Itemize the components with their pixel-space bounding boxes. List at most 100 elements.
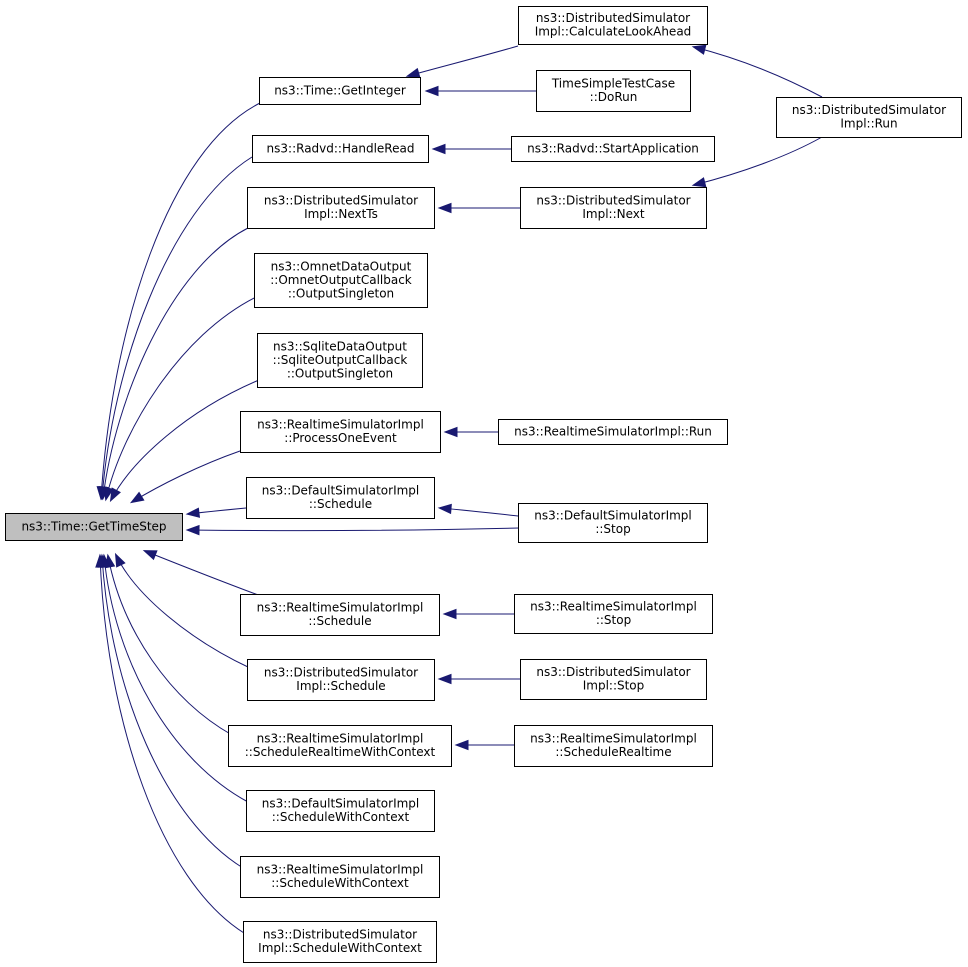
- arrowhead-icon: [442, 608, 457, 620]
- node-label-line: ns3::Radvd::StartApplication: [527, 141, 699, 155]
- node-label-line: ::OmnetOutputCallback: [270, 273, 412, 287]
- node-label-line: Impl::CalculateLookAhead: [535, 25, 692, 39]
- node-dsschedctx[interactable]: ns3::DistributedSimulatorImpl::ScheduleW…: [243, 921, 437, 963]
- node-box: [520, 187, 707, 229]
- node-label-line: ns3::Time::GetTimeStep: [21, 519, 166, 533]
- node-getinteger[interactable]: ns3::Time::GetInteger: [259, 77, 421, 105]
- edge-timesimpletest-to-getinteger: [424, 85, 536, 97]
- node-box: [243, 921, 437, 963]
- node-box: [514, 725, 713, 767]
- graph-nodes: ns3::Time::GetTimeStep ns3::Time::GetInte…: [5, 6, 962, 963]
- node-root[interactable]: ns3::Time::GetTimeStep: [5, 513, 183, 541]
- node-label-line: ns3::RealtimeSimulatorImpl: [257, 863, 424, 877]
- node-label-line: ns3::RealtimeSimulatorImpl: [257, 732, 424, 746]
- arrowhead-icon: [454, 739, 469, 751]
- graph-edges: [95, 44, 823, 934]
- node-box: [520, 659, 707, 700]
- edge-line: [102, 227, 249, 499]
- edge-line: [187, 527, 520, 532]
- node-defschedctx[interactable]: ns3::DefaultSimulatorImpl::ScheduleWithC…: [246, 790, 435, 832]
- node-label-line: ::ScheduleRealtime: [555, 745, 671, 759]
- edge-rtschedctx-to-root: [97, 553, 244, 869]
- node-label-line: ns3::OmnetDataOutput: [271, 259, 412, 273]
- node-label-line: ::OutputSingleton: [287, 366, 393, 380]
- edge-line: [131, 450, 241, 503]
- node-sqlite[interactable]: ns3::SqliteDataOutput::SqliteOutputCallb…: [257, 333, 423, 388]
- arrowhead-icon: [103, 486, 114, 502]
- node-label-line: ::SqliteOutputCallback: [273, 353, 408, 367]
- node-rtschedrt[interactable]: ns3::RealtimeSimulatorImpl::ScheduleReal…: [514, 725, 713, 767]
- edge-radvdhandleread-to-root: [97, 156, 253, 501]
- arrowhead-icon: [437, 202, 452, 214]
- node-box: [518, 6, 708, 45]
- node-box: [240, 856, 440, 898]
- arrowhead-icon: [185, 507, 201, 518]
- node-label-line: ns3::DistributedSimulator: [536, 665, 690, 679]
- edge-dsnext-to-dsnextts: [437, 202, 521, 214]
- arrowhead-icon: [431, 143, 446, 155]
- node-label-line: ::ScheduleRealtimeWithContext: [245, 745, 436, 759]
- arrowhead-icon: [114, 552, 126, 568]
- node-omnet[interactable]: ns3::OmnetDataOutput::OmnetOutputCallbac…: [254, 253, 428, 308]
- node-box: [246, 790, 435, 832]
- node-defschedule[interactable]: ns3::DefaultSimulatorImpl::Schedule: [246, 477, 435, 519]
- node-label-line: ::Schedule: [309, 497, 372, 511]
- node-timesimpletest[interactable]: TimeSimpleTestCase::DoRun: [536, 70, 691, 112]
- node-label-line: ::Schedule: [308, 614, 371, 628]
- node-defstop[interactable]: ns3::DefaultSimulatorImpl::Stop: [518, 503, 708, 543]
- node-box: [247, 659, 435, 701]
- node-radvdstart[interactable]: ns3::Radvd::StartApplication: [511, 136, 715, 162]
- node-label-line: ::ScheduleWithContext: [272, 810, 410, 824]
- edge-line: [107, 555, 233, 736]
- arrowhead-icon: [691, 177, 707, 188]
- node-box: [518, 503, 708, 543]
- node-rtschedctx[interactable]: ns3::RealtimeSimulatorImpl::ScheduleWith…: [240, 856, 440, 898]
- node-rtprocessone[interactable]: ns3::RealtimeSimulatorImpl::ProcessOneEv…: [240, 411, 441, 453]
- edge-getinteger-to-root: [96, 101, 263, 501]
- node-box: [247, 187, 435, 229]
- node-label-line: ns3::RealtimeSimulatorImpl: [257, 418, 424, 432]
- node-label-line: ns3::RealtimeSimulatorImpl::Run: [514, 424, 712, 438]
- node-box: [254, 253, 428, 308]
- arrowhead-icon: [443, 426, 458, 438]
- node-rtrun[interactable]: ns3::RealtimeSimulatorImpl::Run: [498, 419, 728, 445]
- edge-rtprocessone-to-root: [129, 450, 241, 504]
- node-label-line: ::ScheduleWithContext: [271, 876, 409, 890]
- node-box: [228, 725, 452, 767]
- arrowhead-icon: [437, 673, 452, 685]
- arrowhead-icon: [691, 44, 707, 55]
- node-rtstop[interactable]: ns3::RealtimeSimulatorImpl::Stop: [514, 594, 713, 634]
- node-label-line: ns3::DistributedSimulator: [264, 666, 418, 680]
- arrowhead-icon: [129, 491, 145, 504]
- node-label-line: Impl::NextTs: [304, 207, 378, 221]
- edge-line: [99, 555, 245, 934]
- arrowhead-icon: [437, 503, 452, 515]
- node-rtschedrtctx[interactable]: ns3::RealtimeSimulatorImpl::ScheduleReal…: [228, 725, 452, 767]
- node-box: [257, 333, 423, 388]
- node-box: [246, 477, 435, 519]
- node-box: [498, 419, 728, 445]
- node-radvdhandleread[interactable]: ns3::Radvd::HandleRead: [252, 135, 429, 163]
- node-label-line: Impl::Stop: [583, 679, 645, 693]
- edge-line: [407, 45, 519, 77]
- arrowhead-icon: [424, 85, 439, 97]
- node-label-line: ns3::RealtimeSimulatorImpl: [530, 732, 697, 746]
- arrowhead-icon: [109, 487, 121, 503]
- node-rtschedule[interactable]: ns3::RealtimeSimulatorImpl::Schedule: [240, 594, 440, 636]
- node-label-line: Impl::Next: [582, 207, 645, 221]
- node-label-line: Impl::ScheduleWithContext: [258, 941, 422, 955]
- edge-line: [110, 379, 260, 501]
- edge-defstop-to-root: [185, 524, 520, 536]
- node-dscalclook[interactable]: ns3::DistributedSimulatorImpl::Calculate…: [518, 6, 708, 45]
- edge-line: [439, 507, 519, 517]
- node-box: [259, 77, 421, 105]
- edge-dsnextts-to-root: [99, 227, 249, 501]
- node-box: [514, 594, 713, 634]
- node-box: [240, 411, 441, 453]
- edge-rtschedrt-to-rtschedrtctx: [454, 739, 514, 751]
